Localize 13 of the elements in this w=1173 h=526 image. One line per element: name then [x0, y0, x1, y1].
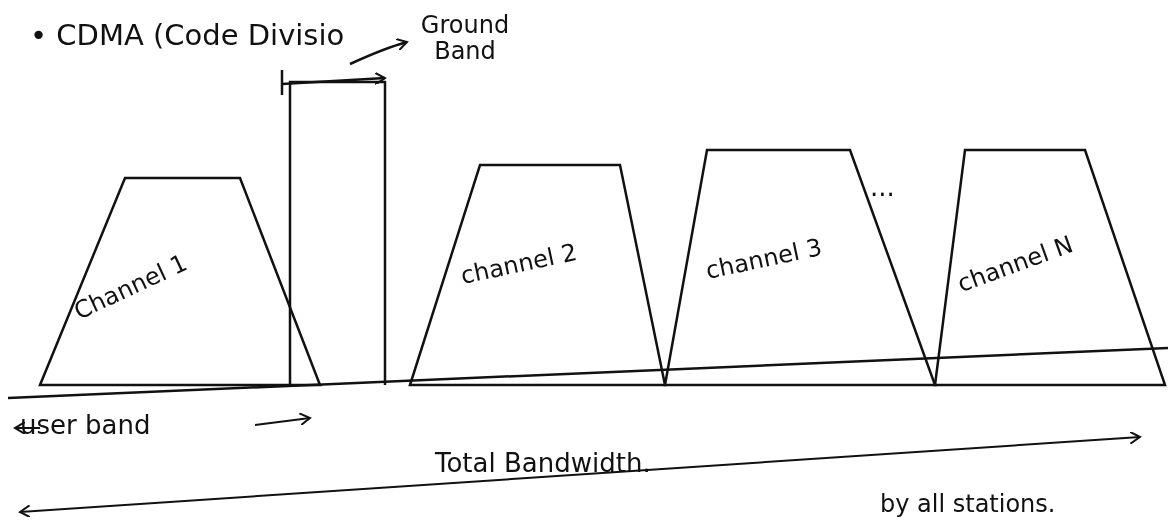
- note-text: Total Bandwidth.: [435, 448, 651, 478]
- channel-trapezoid: [935, 150, 1165, 385]
- callout-text: Ground Band: [410, 12, 520, 65]
- channel-label: channel 3: [703, 233, 825, 286]
- note-text: ...: [870, 172, 895, 202]
- leader-arrow: [349, 37, 408, 66]
- channel-trapezoid: [410, 165, 665, 385]
- channel-label: channel 2: [458, 238, 580, 291]
- note-text: by all stations.: [880, 490, 1056, 518]
- channel-trapezoid: [665, 150, 935, 385]
- note-text: user band: [20, 410, 151, 440]
- note-text: • CDMA (Code Divisio: [30, 18, 345, 52]
- channel-trapezoid: [40, 178, 320, 385]
